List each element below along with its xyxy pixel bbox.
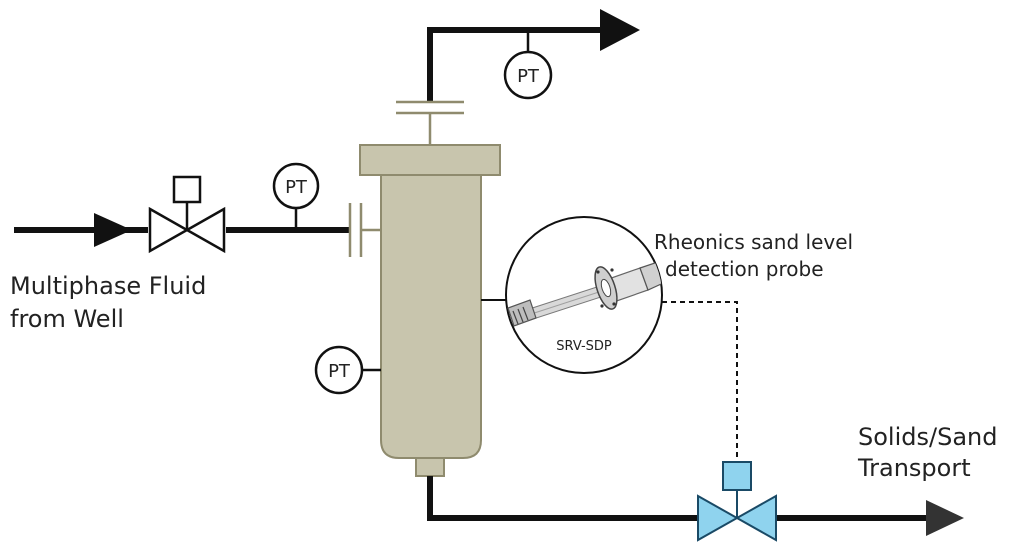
pressure-transmitter-inlet: PT	[272, 162, 320, 230]
pressure-transmitter-top: PT	[503, 50, 553, 100]
inlet-label-line2: from Well	[10, 305, 124, 333]
top-flange	[396, 100, 464, 145]
probe-detail-circle: SRV-SDP	[505, 216, 663, 374]
pt-inlet-label: PT	[285, 177, 308, 198]
top-outlet-arrow-icon	[600, 9, 640, 51]
pressure-transmitter-vessel: PT	[314, 345, 381, 395]
inlet-label-line1: Multiphase Fluid	[10, 272, 206, 300]
top-outlet-pipe	[427, 9, 640, 102]
probe-label-line2: detection probe	[665, 257, 824, 281]
inlet-flange	[348, 203, 380, 257]
inlet-control-valve	[148, 175, 226, 254]
valve-actuator-icon	[172, 175, 202, 204]
valve-actuator-icon	[722, 461, 752, 491]
probe-model-label: SRV-SDP	[556, 339, 612, 354]
bottom-outlet-pipe	[427, 476, 964, 536]
outlet-label-line2: Transport	[857, 454, 971, 482]
pt-vessel-label: PT	[328, 361, 351, 382]
probe-icon	[507, 259, 662, 327]
signal-line	[662, 301, 738, 462]
inlet-arrow-icon	[94, 213, 132, 247]
pt-top-label: PT	[517, 66, 540, 87]
inlet-pipe	[14, 213, 350, 247]
separator-vessel	[359, 144, 501, 477]
outlet-label-line1: Solids/Sand	[858, 423, 997, 451]
actuated-valve	[697, 461, 777, 542]
probe-label-line1: Rheonics sand level	[654, 230, 853, 254]
outlet-arrow-icon	[926, 500, 964, 536]
